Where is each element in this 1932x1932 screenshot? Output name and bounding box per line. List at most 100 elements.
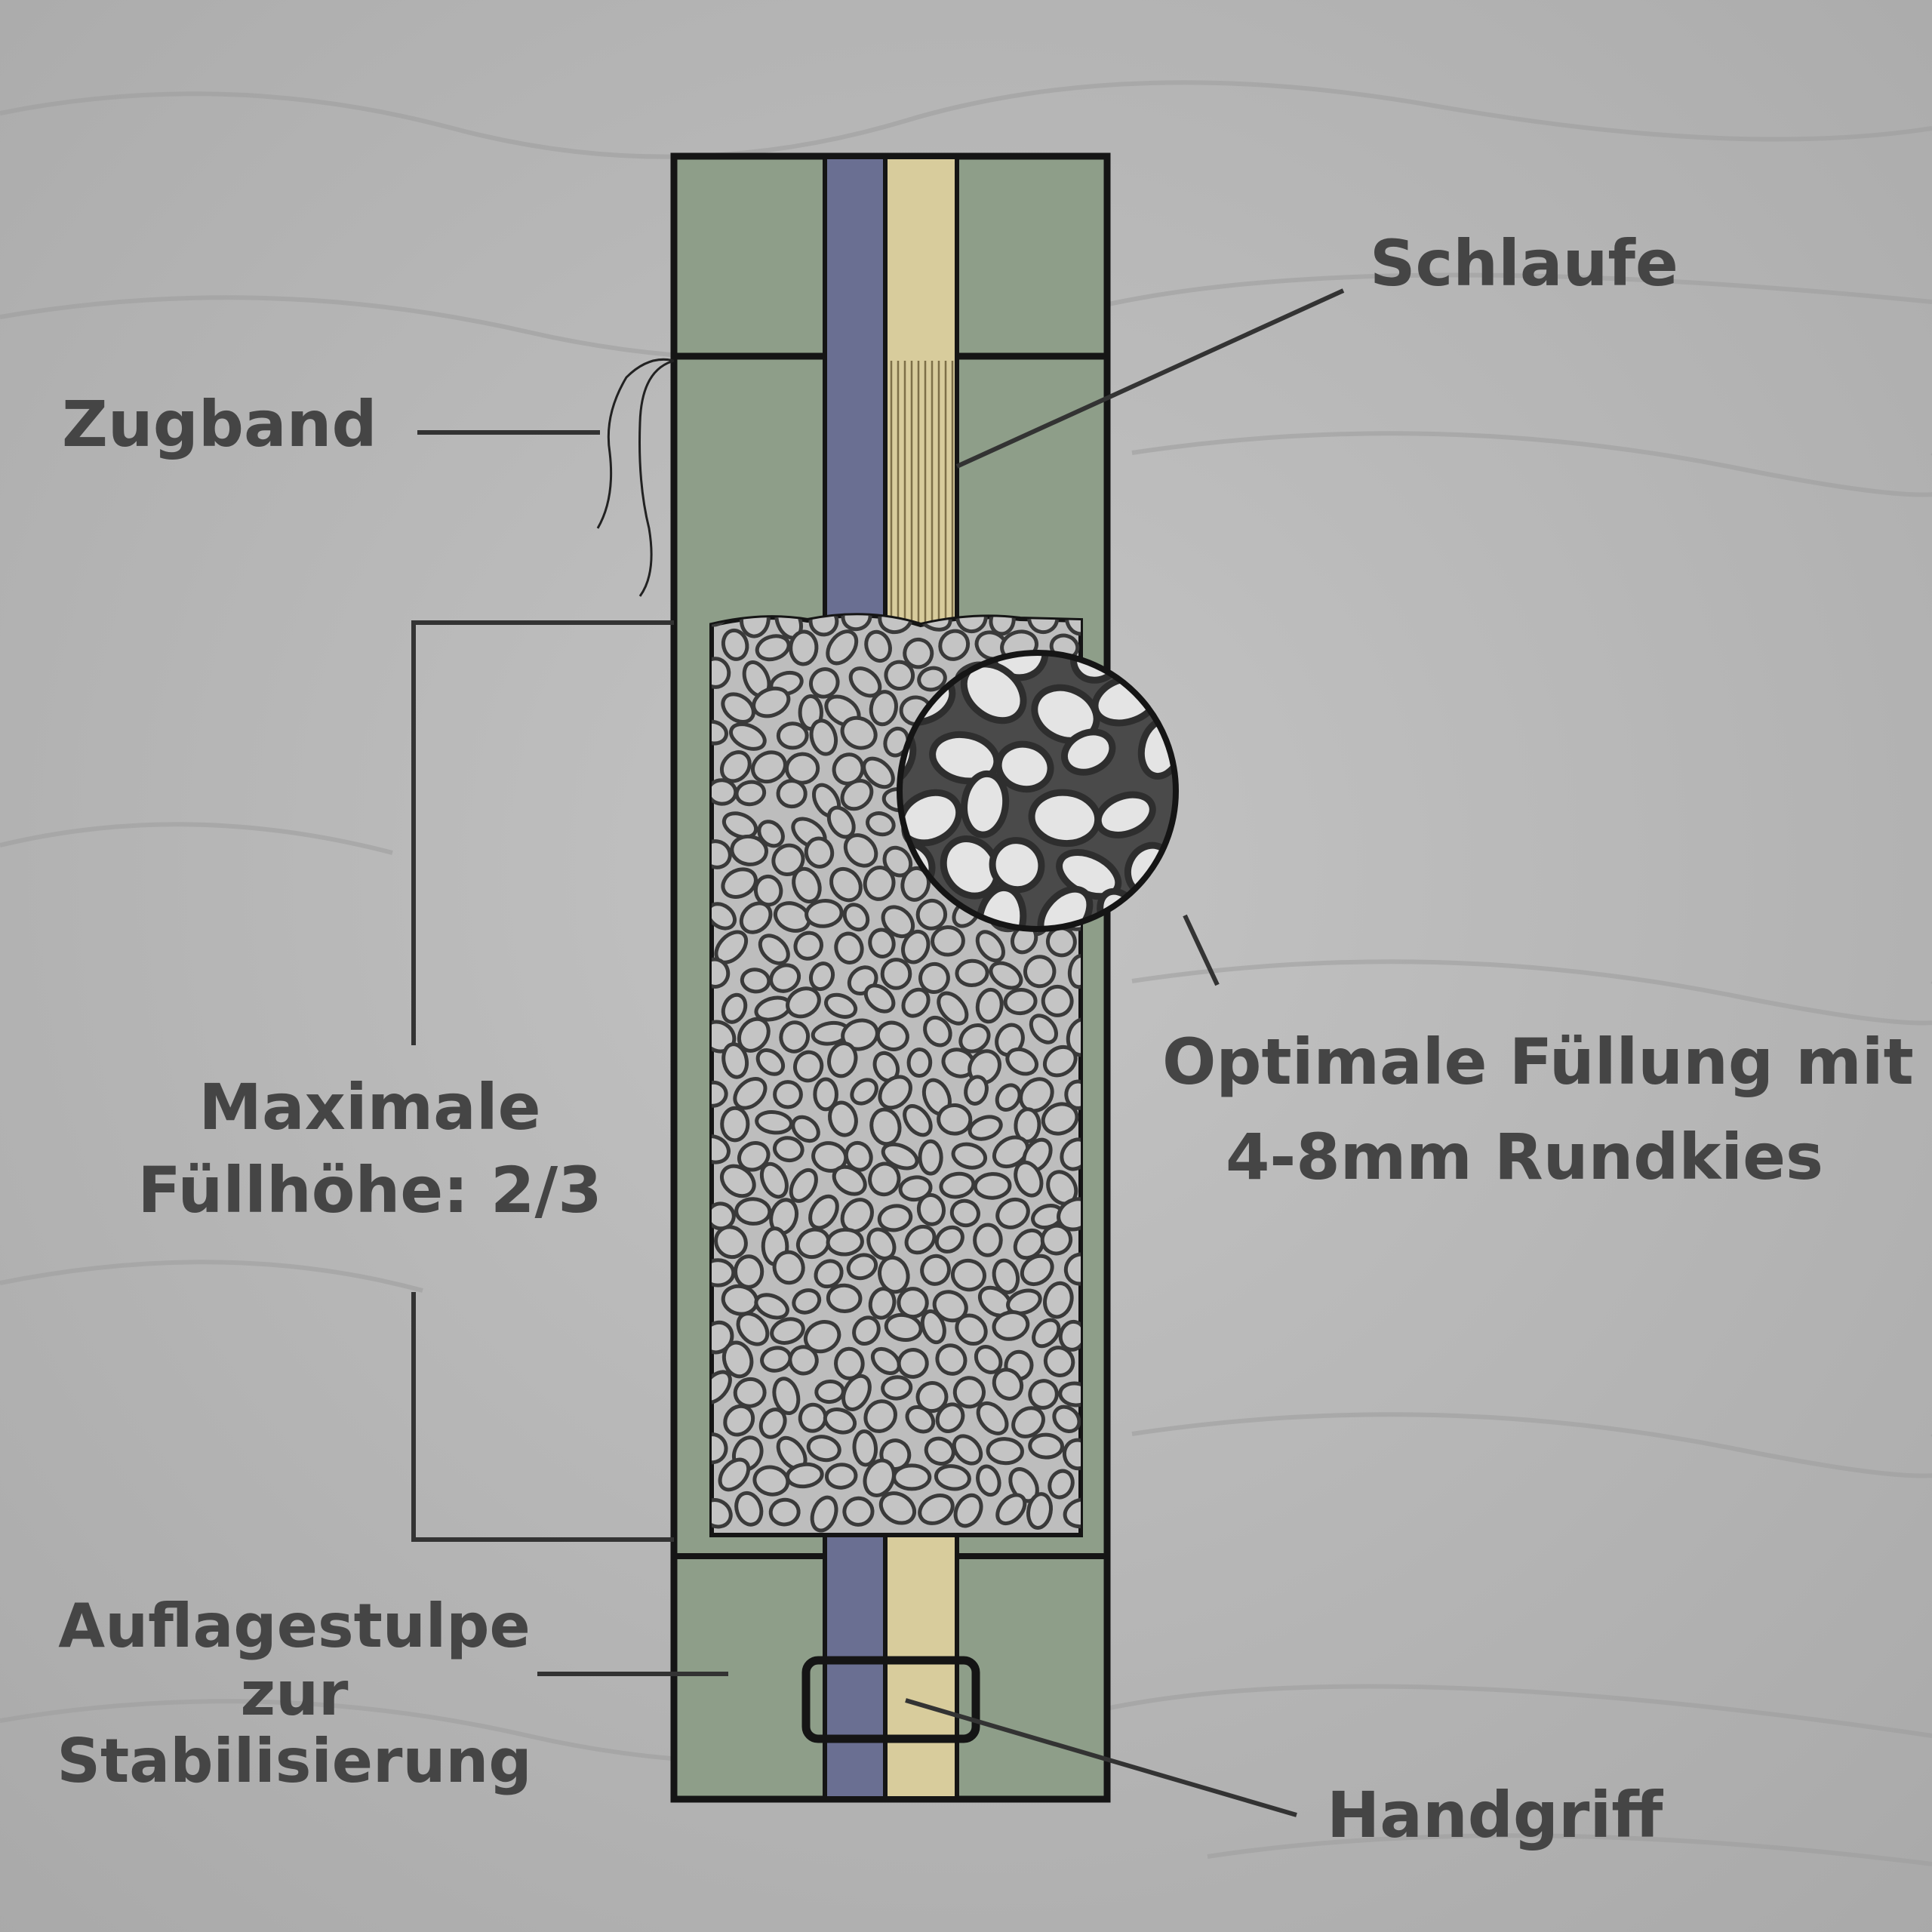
- gravel-stone: [712, 1498, 733, 1529]
- gravel-stone: [1052, 1404, 1081, 1433]
- gravel-stone: [784, 752, 820, 785]
- gravel-stone: [1028, 789, 1102, 848]
- gravel-stone: [841, 1374, 872, 1411]
- gravel-stone: [792, 866, 822, 904]
- gravel-stone: [712, 839, 732, 869]
- gravel-stone: [1048, 1469, 1075, 1500]
- gravel-stone: [721, 692, 755, 724]
- gravel-stone: [1031, 684, 1100, 744]
- leader-rundkies: [1183, 914, 1220, 986]
- gravel-stone: [937, 1103, 973, 1136]
- gravel-stone: [1003, 988, 1038, 1016]
- gravel-stone: [903, 637, 934, 669]
- gravel-stone: [808, 1194, 839, 1230]
- gravel-stone: [721, 1042, 749, 1079]
- gravel-stone: [950, 1258, 986, 1292]
- gravel-stone: [866, 811, 896, 837]
- gravel-stone: [758, 1407, 787, 1439]
- gravel-stone: [788, 1345, 819, 1376]
- gravel-stone: [720, 1106, 750, 1143]
- gravel-stone: [964, 1075, 989, 1106]
- gravel-stone: [734, 780, 767, 807]
- gravel-stone: [712, 957, 731, 989]
- gravel-stone: [712, 902, 737, 931]
- gravel-stone: [1020, 1254, 1054, 1287]
- leader-lines: [417, 288, 1345, 1817]
- gravel-stone: [989, 961, 1023, 990]
- gravel-stone: [880, 958, 912, 990]
- gravel-stone: [884, 660, 915, 691]
- gravel-stone: [905, 1405, 936, 1434]
- gravel-stone: [884, 1312, 923, 1343]
- gravel-stone: [832, 752, 865, 786]
- gravel-stone: [906, 1048, 933, 1078]
- gravel-stone: [1028, 1379, 1059, 1410]
- gravel-stone: [1094, 791, 1156, 838]
- gravel-stone: [949, 1198, 980, 1228]
- handle-loop: [801, 1656, 980, 1743]
- gravel-stone: [734, 1197, 772, 1226]
- leader-schlaufe: [955, 288, 1345, 469]
- strap-outlines: [823, 159, 959, 1796]
- gravel-stone: [1005, 1047, 1039, 1076]
- gravel-stone: [712, 778, 738, 806]
- gravel-stone: [920, 1309, 946, 1345]
- gravel-stone: [832, 1164, 867, 1196]
- gravel-stone: [940, 835, 1001, 900]
- gravel-stone: [712, 1432, 728, 1465]
- gravel-stone: [989, 837, 1045, 894]
- gravel-stone: [846, 1253, 878, 1281]
- gravel-stone: [976, 1464, 1001, 1497]
- gravel-stone: [1028, 1432, 1065, 1460]
- optimal-filling-line1: Optimale Füllung mit: [1162, 1025, 1914, 1099]
- gravel-stone: [1058, 1381, 1081, 1407]
- gravel-stone: [918, 1139, 943, 1176]
- gravel-stone: [935, 1402, 965, 1433]
- gravel-stone: [1066, 1017, 1081, 1057]
- gravel-stone: [718, 1457, 751, 1492]
- gravel-stone: [877, 1204, 913, 1232]
- gravel-stone: [776, 779, 808, 809]
- gravel-stone: [1011, 1406, 1045, 1438]
- gravel-stone: [733, 1077, 768, 1110]
- gravel-stone: [773, 1080, 803, 1109]
- gravel-stone: [789, 1168, 818, 1203]
- gravel-stone: [897, 1348, 929, 1379]
- gravel-stone: [804, 899, 844, 928]
- max-fill-line1: Maximale: [198, 1070, 541, 1144]
- gravel-stone: [772, 1250, 805, 1285]
- leader-handgriff: [905, 1698, 1297, 1817]
- gravel-stone: [734, 1254, 764, 1289]
- gravel-stone: [826, 629, 859, 666]
- gravel-stone: [772, 1136, 804, 1163]
- gravel-stone: [843, 833, 878, 868]
- gravel-stone: [808, 667, 840, 699]
- gravel-stone: [814, 1259, 844, 1289]
- gravel-stone: [1019, 1077, 1054, 1113]
- gravel-stone: [755, 634, 791, 662]
- gravel-stone: [1040, 1223, 1073, 1256]
- gravel-stone: [973, 1223, 1003, 1257]
- gravel-stone: [953, 1493, 983, 1528]
- gravel-stone: [1014, 1160, 1044, 1198]
- gravel-stone: [1060, 1137, 1081, 1171]
- gravel-stone: [918, 961, 950, 994]
- gravel-stone: [754, 1293, 789, 1320]
- gravel-stone: [721, 628, 749, 661]
- gravel-stone: [995, 740, 1054, 793]
- gravel-stone: [712, 1370, 732, 1404]
- gravel-stone: [842, 903, 870, 932]
- gravel-stone: [992, 1310, 1030, 1341]
- gravel-stone: [736, 1312, 770, 1346]
- gravel-stone: [863, 1399, 897, 1433]
- gravel-stone: [813, 1077, 838, 1112]
- gravel-stone: [779, 1020, 811, 1054]
- support-cuff-line2: zur: [240, 1658, 349, 1729]
- gravel-stone: [733, 1377, 767, 1408]
- gravel-stone: [915, 898, 948, 931]
- label-zugband: Zugband: [62, 387, 377, 461]
- gravel-stone: [934, 1464, 971, 1491]
- gravel-stone: [721, 811, 758, 839]
- gravel-stone: [951, 1142, 988, 1170]
